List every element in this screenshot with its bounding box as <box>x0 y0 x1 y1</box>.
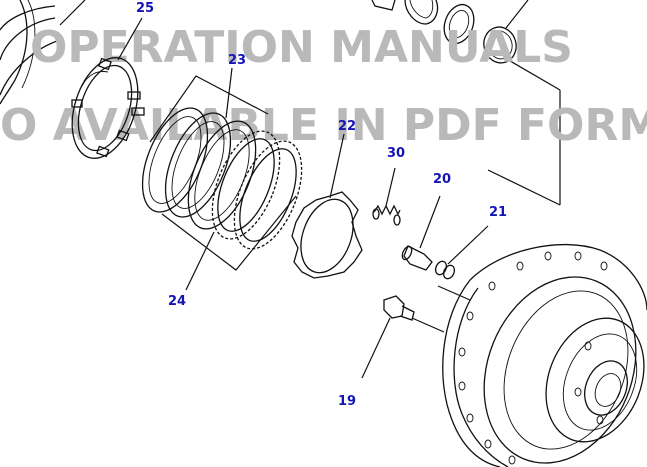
callout-22: 22 <box>338 119 356 134</box>
bearing-top-parts <box>371 0 475 45</box>
callout-20: 20 <box>433 172 451 187</box>
snap-ring <box>483 0 561 206</box>
part-22-plate <box>291 133 363 279</box>
part-30-spring <box>372 167 401 226</box>
housing-ring-partial <box>0 0 86 105</box>
part-20-bushing <box>401 195 441 271</box>
callout-23: 23 <box>228 53 246 68</box>
callout-30: 30 <box>387 146 405 161</box>
part-23-plates <box>141 67 269 230</box>
callout-labels: 25 23 22 30 20 21 24 19 <box>136 1 507 409</box>
part-21-ring <box>434 225 489 301</box>
watermark-line-1: OPERATION MANUALS <box>30 22 573 73</box>
hub-housing <box>442 243 647 467</box>
watermark-line-2: O AVAILABLE IN PDF FORMAT <box>0 100 647 151</box>
callout-21: 21 <box>489 205 507 220</box>
callout-25: 25 <box>136 1 154 16</box>
callout-19: 19 <box>338 394 356 409</box>
part-19-fitting <box>361 295 445 379</box>
part-24-friction-discs <box>161 130 303 291</box>
part-25-retainer <box>71 17 145 159</box>
callout-24: 24 <box>168 294 186 309</box>
watermark: OPERATION MANUALS O AVAILABLE IN PDF FOR… <box>0 22 647 151</box>
